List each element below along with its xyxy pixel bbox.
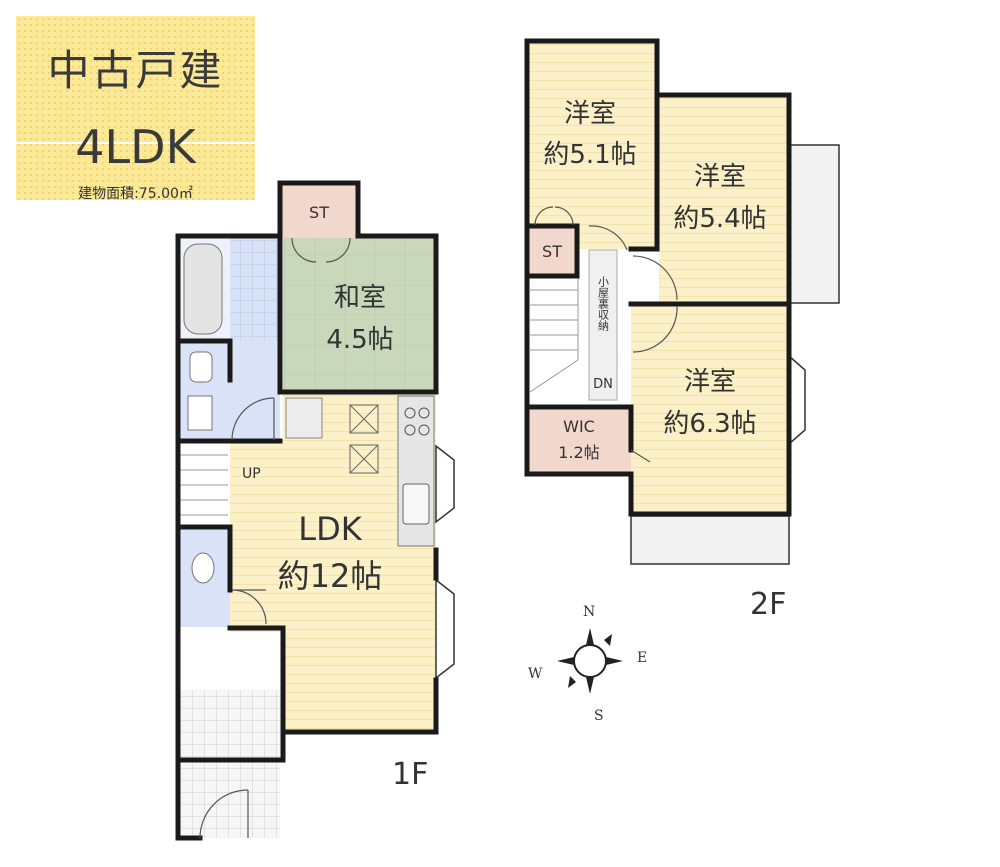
wic-size: 1.2帖 xyxy=(558,443,599,462)
washitsu-size: 4.5帖 xyxy=(326,325,393,355)
first-floor-plan xyxy=(175,180,455,841)
first-floor-walls xyxy=(175,180,439,841)
second-floor-plan xyxy=(524,38,840,565)
stairs-up-label: UP xyxy=(242,466,261,482)
compass-south: S xyxy=(594,708,604,724)
first-floor-label: 1F xyxy=(392,757,429,792)
first-floor-storage-label: ST xyxy=(309,203,329,222)
compass-rose: N E S W xyxy=(528,604,647,724)
attic-storage-label: 小屋裏収納 xyxy=(597,276,610,332)
entrance-porch xyxy=(178,760,280,838)
bathtub xyxy=(183,243,223,335)
bay-window-2 xyxy=(435,578,455,680)
ldk-floor-left xyxy=(230,440,286,632)
compass-ne-tick xyxy=(604,634,612,646)
second-floor-label: 2F xyxy=(750,587,787,622)
first-floor-doors xyxy=(199,237,351,839)
room-a-floor xyxy=(527,41,657,249)
property-badge: 中古戸建 4LDK 建物面積:75.00㎡ xyxy=(16,16,255,202)
ldk-size: 約12帖 xyxy=(278,557,383,595)
stairs-lines-2f xyxy=(529,276,579,393)
room-b-size: 約5.4帖 xyxy=(673,204,766,234)
property-type-label: 中古戸建 xyxy=(47,46,224,95)
room-b-floor xyxy=(659,95,789,304)
floor-area-label: 建物面積:75.00㎡ xyxy=(78,186,193,202)
bay-window-1 xyxy=(435,444,455,524)
compass-north: N xyxy=(583,604,595,620)
second-floor-storage-label: ST xyxy=(542,242,562,261)
washitsu-floor xyxy=(283,238,436,392)
toilet-fixture-2 xyxy=(191,552,215,584)
compass-west: W xyxy=(528,666,543,682)
room-a-name: 洋室 xyxy=(564,99,616,129)
stairs-down-label: DN xyxy=(593,377,613,392)
attic-hatch xyxy=(588,249,618,401)
ldk-name: LDK xyxy=(298,510,362,548)
ceiling-unit-2 xyxy=(349,444,379,474)
badge-divider xyxy=(16,142,255,144)
room-c-floor xyxy=(631,304,789,514)
first-floor-storage xyxy=(280,183,358,238)
south-balcony xyxy=(630,515,790,565)
compass-sw-tick xyxy=(568,676,576,688)
wic xyxy=(527,407,631,474)
wic-name: WIC xyxy=(563,417,595,436)
room-c-name: 洋室 xyxy=(684,367,736,397)
room-c-size: 約6.3帖 xyxy=(663,409,756,439)
washitsu-name: 和室 xyxy=(334,283,386,313)
east-balcony xyxy=(788,144,840,304)
washing-machine xyxy=(187,395,213,431)
compass-east: E xyxy=(637,650,647,666)
stairs-1f xyxy=(178,441,230,527)
fridge xyxy=(285,397,323,439)
stairs-lines-1f xyxy=(180,454,228,516)
room-a-size: 約5.1帖 xyxy=(543,140,636,170)
room-b-name: 洋室 xyxy=(694,162,746,192)
layout-type-label: 4LDK xyxy=(75,120,196,174)
toilet-fixture xyxy=(189,351,213,383)
second-floor-storage xyxy=(527,226,577,276)
genkan-tile xyxy=(178,690,280,760)
second-floor-walls xyxy=(524,38,792,517)
second-floor-doors xyxy=(534,206,678,463)
bath-tile xyxy=(230,238,280,341)
ceiling-unit xyxy=(349,404,379,434)
